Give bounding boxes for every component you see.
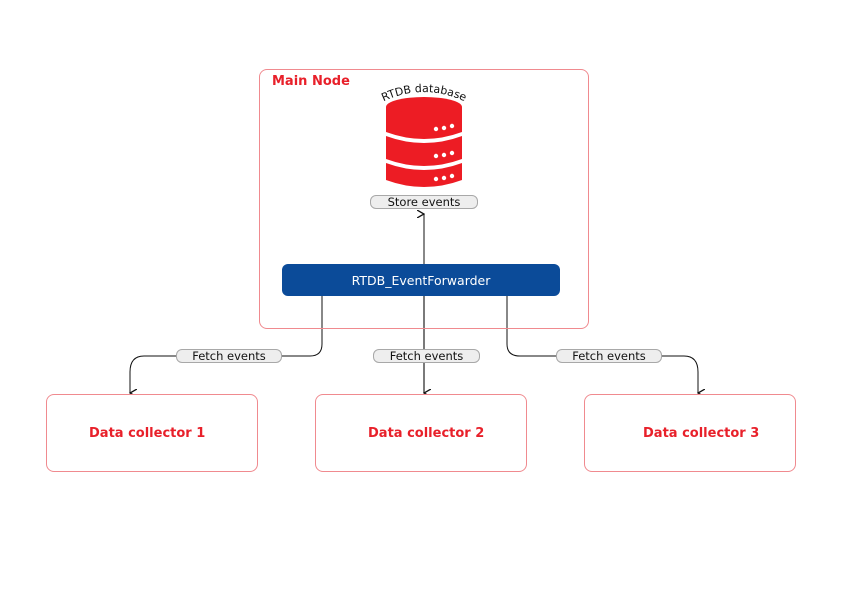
fetch-events-label-1: Fetch events xyxy=(176,349,282,363)
fetch-arrow-3 xyxy=(506,296,698,393)
data-collector-2[interactable]: Data collector 2 xyxy=(315,394,527,472)
event-forwarder-label: RTDB_EventForwarder xyxy=(351,272,491,288)
data-collector-1-label: Data collector 1 xyxy=(89,425,206,441)
fetch-arrow-1 xyxy=(130,296,323,393)
data-collector-1[interactable]: Data collector 1 xyxy=(46,394,258,472)
data-collector-2-label: Data collector 2 xyxy=(368,425,485,441)
data-collector-3[interactable]: Data collector 3 xyxy=(584,394,796,472)
database-icon: RTDB database xyxy=(374,80,474,194)
main-node-container xyxy=(259,69,589,329)
event-forwarder-box[interactable]: RTDB_EventForwarder xyxy=(282,264,560,296)
data-collector-3-label: Data collector 3 xyxy=(643,425,760,441)
fetch-events-label-2: Fetch events xyxy=(373,349,480,363)
store-events-label: Store events xyxy=(370,195,478,209)
fetch-events-label-3: Fetch events xyxy=(556,349,662,363)
main-node-title: Main Node xyxy=(272,74,350,89)
